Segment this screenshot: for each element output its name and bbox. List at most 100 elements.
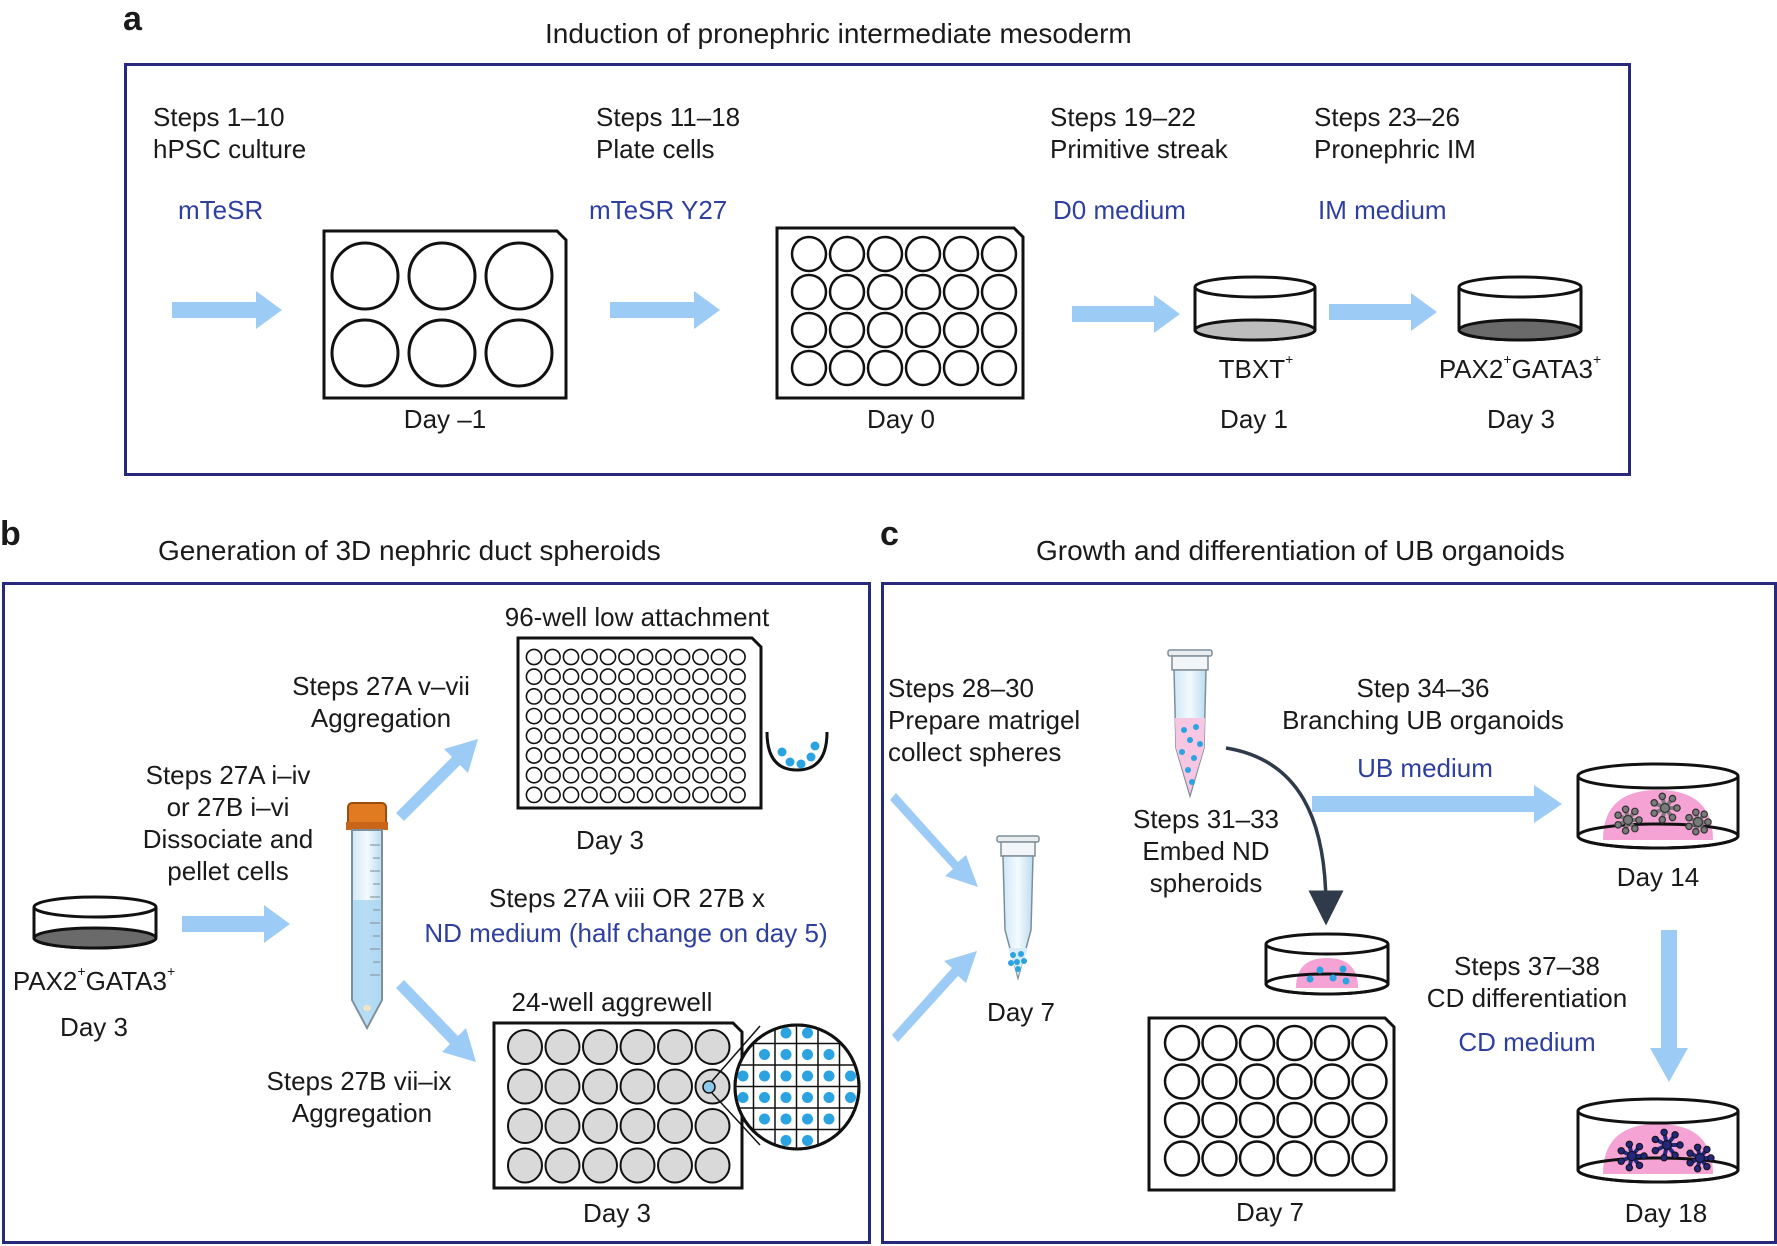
b-aggregation-a-line2: Aggregation bbox=[310, 703, 452, 733]
well-96 bbox=[729, 766, 746, 784]
plate-well bbox=[1276, 1063, 1313, 1100]
c-cd-line2: CD differentiation bbox=[1426, 983, 1628, 1013]
well-96 bbox=[562, 707, 580, 725]
cd-organoid-core bbox=[1695, 1153, 1705, 1163]
c-branching-medium: UB medium bbox=[1357, 753, 1493, 783]
plate-well bbox=[1238, 1024, 1276, 1062]
zoom-spheroid bbox=[823, 1049, 835, 1060]
c-prepare-line1: Steps 28–30 bbox=[888, 673, 1035, 703]
plate-well bbox=[1201, 1101, 1238, 1139]
a-step1-medium: mTeSR bbox=[178, 195, 264, 225]
aggrewell-well bbox=[694, 1108, 731, 1144]
zoom-spheroid bbox=[780, 1027, 792, 1039]
a-step4-label: Steps 23–26 bbox=[1314, 102, 1461, 132]
well-96 bbox=[729, 688, 746, 705]
plate-well bbox=[1201, 1063, 1238, 1100]
well-96 bbox=[599, 648, 617, 666]
cd-organoid-arms bbox=[1619, 1142, 1646, 1170]
zoom-spheroid bbox=[802, 1027, 813, 1039]
a-arrow-2 bbox=[610, 291, 720, 329]
b-dissociate-line3: Dissociate and bbox=[142, 824, 314, 854]
well-96 bbox=[692, 688, 709, 705]
aggrewell-well bbox=[544, 1147, 581, 1184]
c-prepare-line2: Prepare matrigel bbox=[888, 705, 1081, 735]
well-96 bbox=[710, 766, 728, 784]
cd-organoid-tip bbox=[1635, 1142, 1644, 1151]
well-96 bbox=[710, 648, 728, 666]
c-cd-line1: Steps 37–38 bbox=[1453, 951, 1601, 981]
c-embed-spheroids bbox=[1306, 965, 1350, 985]
b-aggregation-a-line1: Steps 27A v–vii bbox=[292, 671, 470, 701]
b-dissociate-line2: or 27B i–vi bbox=[166, 792, 290, 822]
b-middle-medium: ND medium (half change on day 5) bbox=[424, 918, 828, 948]
well-96 bbox=[562, 727, 580, 745]
ub-organoid-arms bbox=[1616, 807, 1641, 833]
well-96 bbox=[525, 688, 543, 705]
c-branching-line1: Step 34–36 bbox=[1356, 673, 1490, 703]
well-96 bbox=[692, 747, 709, 764]
aggrewell-well bbox=[544, 1108, 581, 1144]
zoom-spheroid bbox=[759, 1070, 770, 1082]
cd-organoid-tip bbox=[1660, 1128, 1668, 1137]
aggrewell-well bbox=[507, 1029, 543, 1065]
aggrewell-well bbox=[657, 1147, 693, 1184]
well-96 bbox=[636, 727, 654, 745]
zoom-spheroid bbox=[802, 1070, 813, 1082]
well-96 bbox=[729, 747, 746, 764]
b-plate24-label: 24-well aggrewell bbox=[511, 987, 713, 1017]
plate-well bbox=[1313, 1024, 1351, 1062]
ub-organoid-tip bbox=[1700, 825, 1709, 834]
ub-organoid-tip bbox=[1631, 824, 1639, 833]
well-96 bbox=[636, 688, 654, 705]
well-96 bbox=[729, 707, 746, 725]
well-96 bbox=[692, 727, 709, 745]
well-96 bbox=[618, 648, 635, 666]
a-step3-desc: Primitive streak bbox=[1050, 134, 1228, 164]
well-96 bbox=[636, 766, 654, 784]
well-96 bbox=[562, 648, 580, 666]
well-96 bbox=[581, 707, 598, 725]
plate-well bbox=[1163, 1024, 1201, 1062]
ub-organoid-tip bbox=[1673, 804, 1681, 812]
well-96 bbox=[710, 688, 728, 705]
ub-organoid-tip bbox=[1658, 792, 1667, 801]
ub-organoid-tip bbox=[1614, 811, 1622, 820]
a-plate-6well bbox=[322, 229, 568, 400]
a-marker-tbxt: TBXT+ bbox=[1218, 351, 1294, 384]
well-96 bbox=[581, 648, 598, 666]
ub-organoid-tip bbox=[1685, 822, 1693, 831]
ub-organoid-arms bbox=[1652, 794, 1679, 822]
well-96 bbox=[581, 727, 598, 745]
well-96 bbox=[544, 786, 561, 804]
cd-organoid-arms bbox=[1653, 1130, 1682, 1160]
aggrewell-well bbox=[619, 1147, 656, 1184]
cd-organoid-tip bbox=[1651, 1146, 1660, 1155]
well-96 bbox=[655, 668, 672, 686]
well-96 bbox=[562, 786, 580, 804]
well-96 bbox=[562, 766, 580, 784]
ub-organoid-tip bbox=[1704, 818, 1712, 826]
well-96 bbox=[599, 727, 617, 745]
panel-c-title: Growth and differentiation of UB organoi… bbox=[1036, 535, 1565, 566]
well-96 bbox=[729, 786, 746, 804]
c-cd-medium: CD medium bbox=[1458, 1027, 1596, 1057]
a-step1-label: Steps 1–10 bbox=[153, 102, 285, 132]
b-start-marker: PAX2+GATA3+ bbox=[12, 963, 176, 996]
cd-organoid-tip bbox=[1707, 1154, 1715, 1162]
cd-organoid-tip bbox=[1617, 1147, 1625, 1155]
a-step4-medium: IM medium bbox=[1318, 195, 1447, 225]
c-arrow-upper bbox=[890, 793, 978, 887]
c-prepare-line3: collect spheres bbox=[888, 737, 1062, 767]
well-96 bbox=[581, 688, 598, 705]
aggrewell-well bbox=[657, 1068, 693, 1105]
a-step3-medium: D0 medium bbox=[1053, 195, 1186, 225]
plate-well bbox=[1351, 1063, 1388, 1100]
well-96 bbox=[525, 707, 543, 725]
a-day1: Day 1 bbox=[1220, 404, 1288, 434]
plate-well bbox=[1313, 1101, 1351, 1139]
well-96 bbox=[710, 668, 728, 686]
cd-organoid-tip bbox=[1686, 1159, 1694, 1167]
c-plate-24well-wells bbox=[1163, 1024, 1388, 1177]
well-96 bbox=[710, 727, 728, 745]
